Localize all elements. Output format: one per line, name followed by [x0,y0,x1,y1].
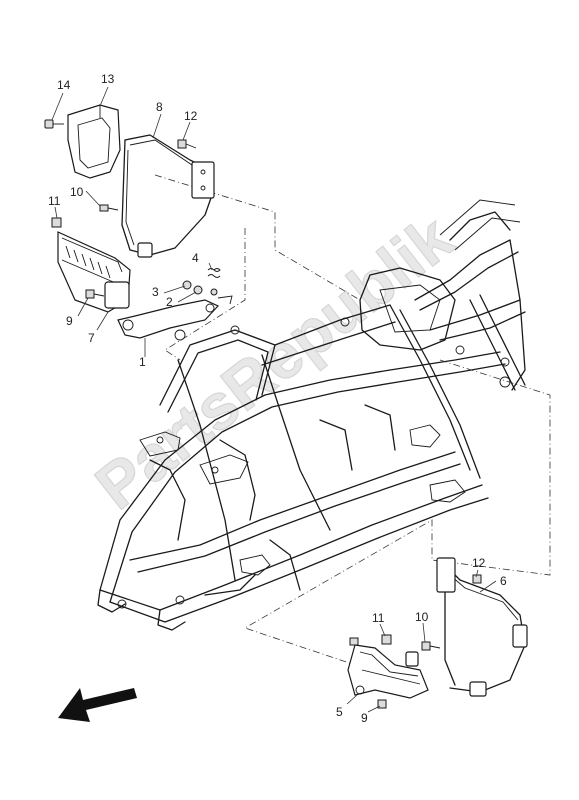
callout-3: 3 [152,285,159,299]
explode-line-lower [244,359,551,681]
callout-13: 13 [101,72,115,86]
frame-assembly [97,199,526,631]
arrow-left-down-icon [58,688,137,722]
heel-guard-13 [67,104,121,179]
brake-pedal-1 [117,299,220,339]
callout-11-lower: 11 [372,611,385,625]
footrest-5 [347,644,429,699]
callout-1: 1 [139,355,146,369]
callout-5: 5 [336,705,343,719]
callout-4: 4 [192,251,199,265]
callout-6: 6 [500,574,507,588]
bolt-12-upper [177,139,197,149]
step-bracket-6 [436,557,528,697]
callout-12-lower: 12 [472,556,486,570]
callout-labels: 14 13 8 12 10 11 4 3 2 9 7 1 12 6 11 10 … [48,72,507,725]
callout-11-upper: 11 [48,194,61,208]
bolt-9-lower [377,699,387,709]
bolt-14 [44,119,64,129]
leader-lines [51,86,497,713]
callout-10-upper: 10 [70,185,84,199]
bolt-9-upper [85,289,105,299]
callout-10-lower: 10 [415,610,429,624]
callout-7: 7 [88,331,95,345]
callout-12-upper: 12 [184,109,198,123]
bolt-10-upper [99,204,119,212]
step-bracket-8 [121,134,215,258]
nut-3 [182,280,192,290]
nut-11-lower [381,634,392,645]
callout-2: 2 [166,295,173,309]
spring-4 [207,268,233,305]
footrest-7 [57,231,131,313]
callout-9-lower: 9 [361,711,368,725]
callout-14: 14 [57,78,71,92]
nut-11-upper [51,217,62,228]
callout-9-upper: 9 [66,314,73,328]
callout-8: 8 [156,100,163,114]
bolt-small-lower [349,637,359,646]
bolt-12-lower [472,574,482,584]
bolt-10-lower [421,641,441,651]
explode-line-upper [154,174,361,301]
